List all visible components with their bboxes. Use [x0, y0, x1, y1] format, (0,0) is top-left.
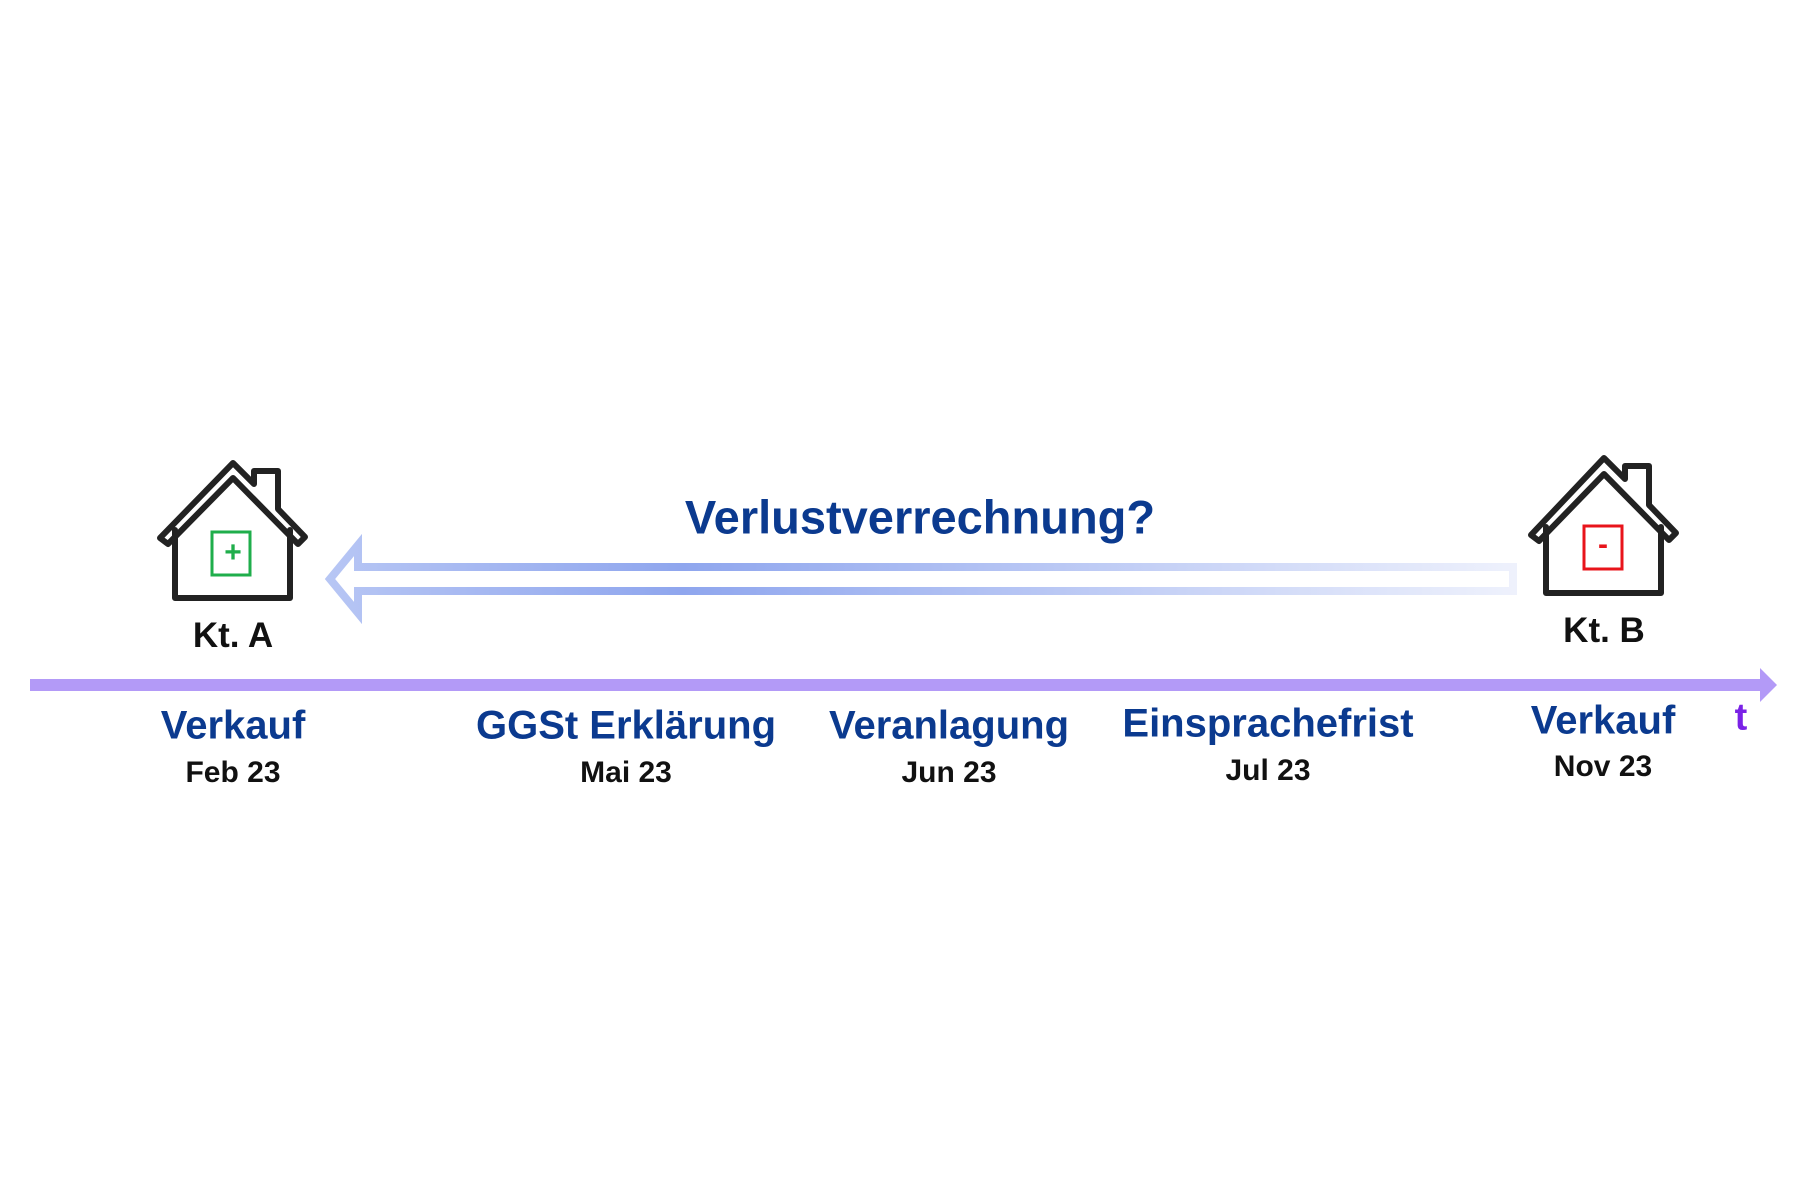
minus-sign: - — [1598, 528, 1608, 561]
event-date: Feb 23 — [185, 756, 281, 789]
event-name: Veranlagung — [828, 703, 1070, 748]
diagram-title: Verlustverrechnung? — [684, 490, 1156, 544]
event-name: Einsprachefrist — [1122, 701, 1414, 746]
house-icon-b — [1528, 455, 1679, 596]
house-label-a: Kt. A — [192, 616, 274, 655]
loss-offset-arrow — [324, 533, 1517, 625]
plus-sign: + — [224, 536, 242, 569]
event-name: Verkauf — [1530, 698, 1676, 743]
minus-box — [1582, 524, 1624, 571]
timeline-arrowhead — [1760, 668, 1777, 702]
plus-box — [210, 530, 252, 577]
event-date: Nov 23 — [1553, 750, 1653, 783]
event-date: Jul 23 — [1225, 754, 1311, 787]
house-label-b: Kt. B — [1563, 611, 1645, 650]
event-name: Verkauf — [160, 703, 306, 748]
timeline-axis — [30, 668, 1777, 702]
event-date: Jun 23 — [901, 756, 997, 789]
event-name: GGSt Erklärung — [475, 703, 777, 748]
time-axis-label: t — [1734, 696, 1748, 739]
event-date: Mai 23 — [580, 756, 672, 789]
house-icon-a — [157, 460, 308, 601]
